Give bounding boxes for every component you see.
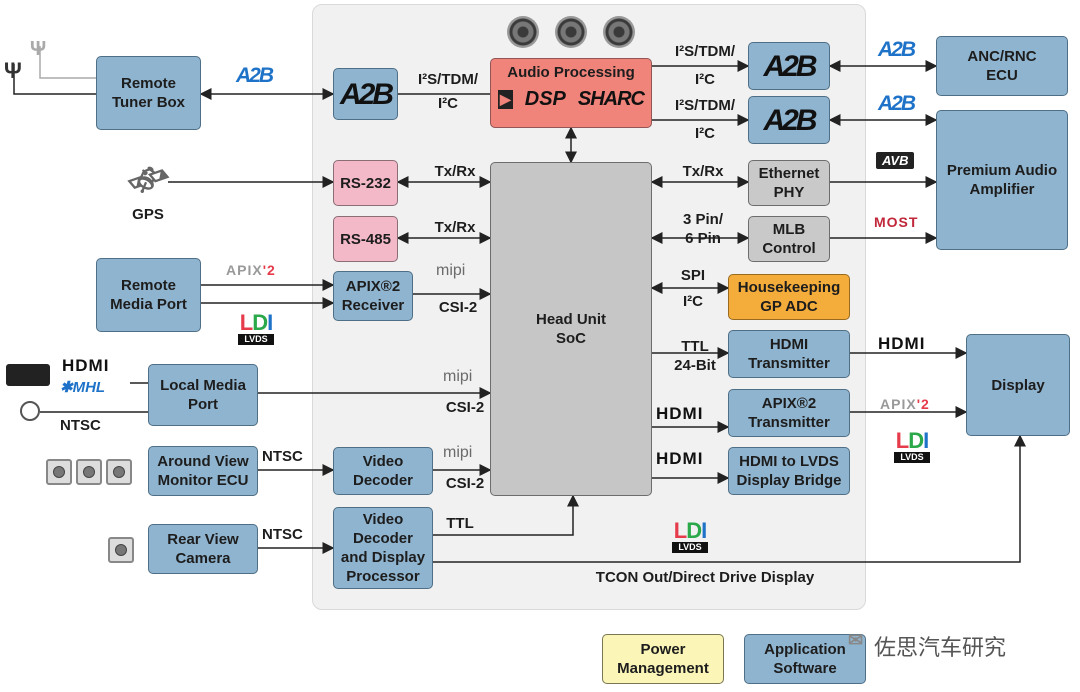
remote-tuner-box: Remote Tuner Box	[96, 56, 201, 130]
hdmi-logo: HDMI	[878, 334, 926, 353]
hdmi-logo: HDMI	[62, 356, 110, 375]
tx-rx-label: Tx/Rx	[434, 219, 476, 236]
i2c-label: I²C	[695, 71, 715, 88]
a2b-logo: A2B	[878, 38, 916, 61]
ntsc-label: NTSC	[262, 526, 303, 543]
tx-rx-label: Tx/Rx	[434, 163, 476, 180]
i2s-tdm-label: I²S/TDM/	[675, 43, 735, 60]
i2c-label: I²C	[438, 95, 458, 112]
around-view-monitor-ecu: Around View Monitor ECU	[148, 446, 258, 496]
video-decoder-display-processor: Video Decoder and Display Processor	[333, 507, 433, 589]
camera-icon	[46, 459, 72, 485]
camera-icon	[76, 459, 102, 485]
a2b-transceiver: A2B	[748, 42, 830, 90]
gps-label: GPS	[132, 206, 164, 223]
camera-icon	[106, 459, 132, 485]
i2c-label: I²C	[683, 293, 703, 310]
apix-logo: APIX'2	[226, 262, 276, 278]
hdmi-logo: HDMI	[656, 404, 704, 423]
audio-processing: Audio Processing ▶ DSP SHARC	[490, 58, 652, 128]
tcon-out-label: TCON Out/Direct Drive Display	[595, 569, 815, 586]
application-software: Application Software	[744, 634, 866, 684]
antenna-icon-secondary: Ψ	[30, 38, 47, 60]
a2b-transceiver: A2B	[748, 96, 830, 144]
wechat-icon: ✉	[848, 630, 864, 650]
apix-transmitter: APIX®2 Transmitter	[728, 389, 850, 437]
head-unit-soc: Head Unit SoC	[490, 162, 652, 496]
tx-rx-label: Tx/Rx	[682, 163, 724, 180]
housekeeping-gp-adc: Housekeeping GP ADC	[728, 274, 850, 320]
avb-logo: AVB	[876, 152, 915, 169]
mipi-logo: mipi	[443, 368, 473, 385]
ttl-label: TTL	[446, 515, 474, 532]
i2s-tdm-label: I²S/TDM/	[418, 71, 478, 88]
anc-rnc-ecu: ANC/RNC ECU	[936, 36, 1068, 96]
i2s-tdm-label: I²S/TDM/	[675, 97, 735, 114]
premium-audio-amplifier: Premium Audio Amplifier	[936, 110, 1068, 250]
csi2-label: CSI-2	[438, 299, 478, 316]
ethernet-phy: Ethernet PHY	[748, 160, 830, 206]
sharc-logo: SHARC	[577, 88, 645, 110]
rca-connector-icon	[20, 401, 40, 421]
csi2-label: CSI-2	[445, 475, 485, 492]
camera-icon	[108, 537, 134, 563]
speaker-icon	[507, 16, 539, 48]
display: Display	[966, 334, 1070, 436]
mlb-control: MLB Control	[748, 216, 830, 262]
apix-logo: APIX'2	[880, 396, 930, 412]
ntsc-label: NTSC	[262, 448, 303, 465]
antenna-icon: Ψ	[4, 58, 22, 83]
rs232-block: RS-232	[333, 160, 398, 206]
most-logo: MOST	[874, 214, 919, 230]
apix-receiver: APIX®2 Receiver	[333, 271, 413, 321]
spi-label: SPI	[680, 267, 706, 284]
media-device-icon	[6, 364, 50, 386]
i2c-label: I²C	[695, 125, 715, 142]
a2b-logo: A2B	[236, 64, 274, 87]
hdmi-logo: HDMI	[656, 449, 704, 468]
pin-label: 3 Pin/ 6 Pin	[682, 211, 723, 247]
a2b-transceiver: A2B	[333, 68, 398, 120]
speaker-icon	[555, 16, 587, 48]
hdmi-transmitter: HDMI Transmitter	[728, 330, 850, 378]
hdmi-to-lvds-bridge: HDMI to LVDS Display Bridge	[728, 447, 850, 495]
mipi-logo: mipi	[436, 262, 466, 279]
speaker-icon	[603, 16, 635, 48]
power-management: Power Management	[602, 634, 724, 684]
dsp-logo: DSP	[524, 88, 566, 110]
rs485-block: RS-485	[333, 216, 398, 262]
rear-view-camera: Rear View Camera	[148, 524, 258, 574]
mipi-logo: mipi	[443, 444, 473, 461]
a2b-logo: A2B	[878, 92, 916, 115]
watermark-text: 佐思汽车研究	[874, 635, 1007, 660]
csi2-label: CSI-2	[445, 399, 485, 416]
mhl-logo: ✱MHL	[60, 379, 106, 396]
video-decoder: Video Decoder	[333, 447, 433, 495]
dsp-icon: ▶	[497, 90, 513, 109]
ttl-24bit-label: TTL 24-Bit	[674, 338, 716, 374]
remote-media-port: Remote Media Port	[96, 258, 201, 332]
local-media-port: Local Media Port	[148, 364, 258, 426]
ntsc-label: NTSC	[60, 417, 101, 434]
